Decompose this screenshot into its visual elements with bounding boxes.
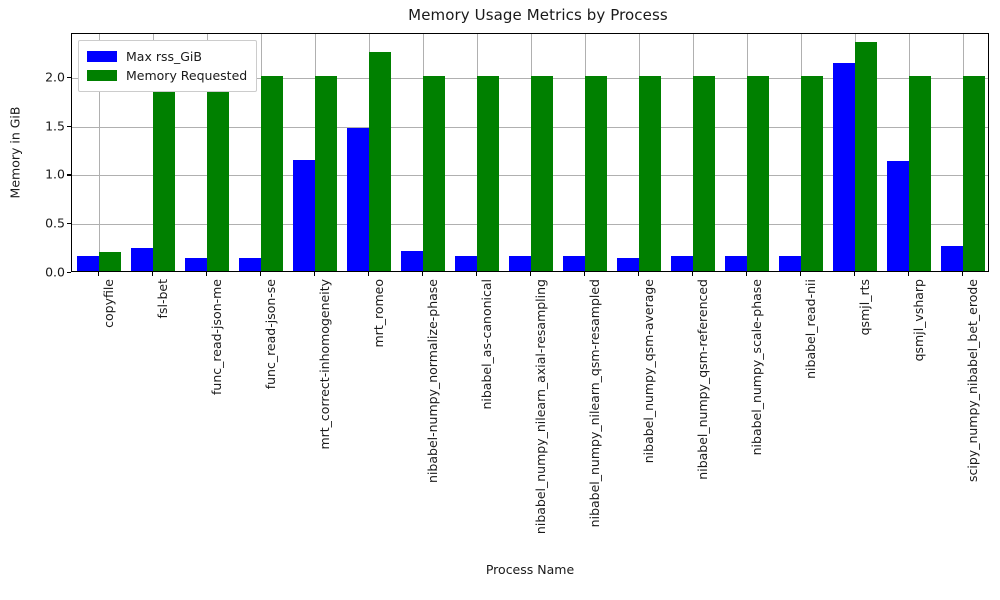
bar: [131, 247, 153, 271]
bar: [585, 75, 607, 271]
bar: [77, 256, 99, 271]
bar: [423, 75, 445, 271]
bar: [401, 250, 423, 271]
y-axis-label: Memory in GiB: [6, 33, 24, 272]
bar: [747, 75, 769, 271]
chart-title: Memory Usage Metrics by Process: [408, 6, 668, 24]
gridline-vertical: [99, 34, 100, 271]
x-tick-mark: [260, 272, 262, 276]
legend-item: Memory Requested: [87, 66, 247, 85]
chart-legend: Max rss_GiB Memory Requested: [78, 40, 258, 92]
bar: [779, 256, 801, 271]
x-tick-mark: [584, 272, 586, 276]
x-tick-mark: [638, 272, 640, 276]
y-tick-mark: [67, 174, 71, 176]
x-tick-mark: [962, 272, 964, 276]
x-tick-mark: [314, 272, 316, 276]
x-tick-mark: [530, 272, 532, 276]
bar: [369, 51, 391, 271]
x-tick-label: mrt_romeo: [371, 279, 386, 348]
y-tick-label: 0.0: [45, 264, 65, 280]
x-tick-mark: [854, 272, 856, 276]
x-tick-mark: [206, 272, 208, 276]
y-tick-mark: [67, 223, 71, 225]
bar: [855, 41, 877, 271]
gridline-horizontal: [72, 175, 988, 177]
bar: [509, 256, 531, 271]
x-tick-label: nibabel_read-nii: [803, 279, 818, 379]
bar: [185, 258, 207, 271]
x-tick-label: mrt_correct-inhomogeneity: [317, 279, 332, 450]
x-tick-label: scipy_numpy_nibabel_bet_erode: [965, 279, 980, 482]
bar: [941, 245, 963, 271]
x-tick-label: copyfile: [101, 279, 116, 328]
bar: [347, 127, 369, 271]
bar: [153, 75, 175, 271]
gridline-horizontal: [72, 224, 988, 226]
x-tick-mark: [368, 272, 370, 276]
y-tick-mark: [67, 125, 71, 127]
bar: [563, 256, 585, 271]
gridline-horizontal: [72, 77, 988, 79]
bar: [833, 63, 855, 271]
x-axis-label: Process Name: [485, 562, 575, 577]
x-tick-mark: [692, 272, 694, 276]
gridline-horizontal: [72, 126, 988, 128]
x-tick-mark: [152, 272, 154, 276]
bar: [801, 75, 823, 271]
bar: [477, 75, 499, 271]
x-tick-label: qsmjl_rts: [857, 279, 872, 336]
bar: [909, 75, 931, 271]
x-tick-label: nibabel_numpy_qsm-referenced: [695, 279, 710, 480]
y-tick-label: 2.0: [45, 69, 65, 85]
bar: [315, 75, 337, 271]
x-tick-label: nibabel_numpy_nilearn_qsm-resampled: [587, 279, 602, 528]
bar: [531, 75, 553, 271]
bar: [455, 256, 477, 271]
bar: [261, 75, 283, 271]
bar: [239, 258, 261, 271]
x-tick-label: nibabel_numpy_qsm-average: [641, 279, 656, 464]
bar: [617, 258, 639, 271]
y-tick-mark: [67, 272, 71, 274]
x-tick-label: nibabel_numpy_nilearn_axial-resampling: [533, 279, 548, 535]
legend-swatch-icon: [87, 70, 117, 81]
x-tick-label: func_read-json-se: [263, 279, 278, 390]
x-tick-mark: [908, 272, 910, 276]
y-tick-label: 0.5: [45, 215, 65, 231]
bar: [99, 251, 121, 271]
y-tick-label: 1.0: [45, 166, 65, 182]
bar: [207, 75, 229, 271]
x-tick-mark: [422, 272, 424, 276]
y-tick-mark: [67, 76, 71, 78]
bar: [639, 75, 661, 271]
bar: [725, 256, 747, 271]
legend-item: Max rss_GiB: [87, 47, 247, 66]
x-tick-label: nibabel-numpy_normalize-phase: [425, 279, 440, 483]
plot-area: [71, 33, 989, 272]
bar: [963, 75, 985, 271]
x-tick-mark: [746, 272, 748, 276]
bar: [671, 256, 693, 271]
bar: [293, 159, 315, 271]
y-axis-label-text: Memory in GiB: [7, 106, 23, 199]
x-tick-label: nibabel_as-canonical: [479, 279, 494, 410]
x-tick-mark: [98, 272, 100, 276]
x-tick-label: nibabel_numpy_scale-phase: [749, 279, 764, 456]
x-tick-label: func_read-json-me: [209, 279, 224, 395]
x-tick-label: fsl-bet: [155, 279, 170, 319]
x-tick-mark: [476, 272, 478, 276]
bar: [693, 75, 715, 271]
x-tick-label: qsmjl_vsharp: [911, 279, 926, 362]
legend-label: Memory Requested: [126, 68, 248, 83]
legend-label: Max rss_GiB: [126, 49, 202, 64]
legend-swatch-icon: [87, 51, 117, 62]
x-tick-mark: [800, 272, 802, 276]
y-tick-label: 1.5: [45, 118, 65, 134]
bar: [887, 160, 909, 271]
